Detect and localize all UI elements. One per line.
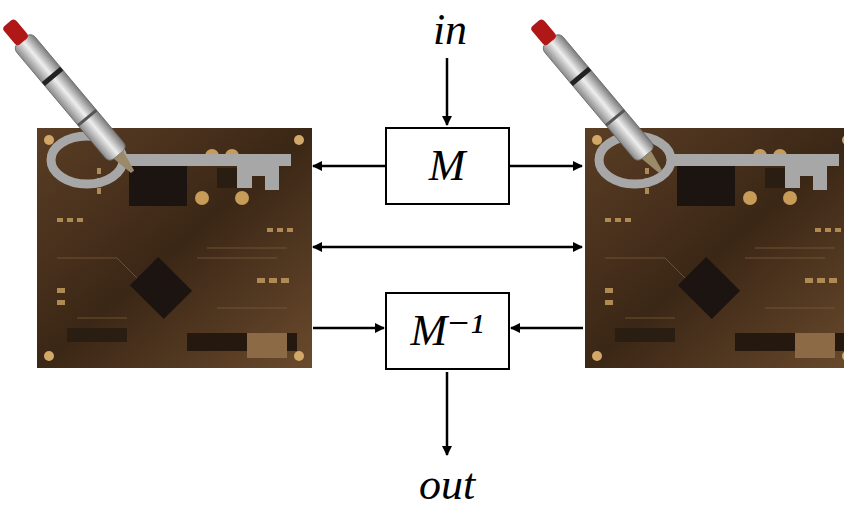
signal-name: in: [431, 8, 469, 52]
operation-box: M: [385, 127, 510, 205]
operator-label: M⁻¹: [410, 309, 483, 353]
operator-label: M: [429, 144, 466, 188]
signal-name: out: [417, 463, 477, 507]
operation-box: M⁻¹: [385, 292, 510, 370]
